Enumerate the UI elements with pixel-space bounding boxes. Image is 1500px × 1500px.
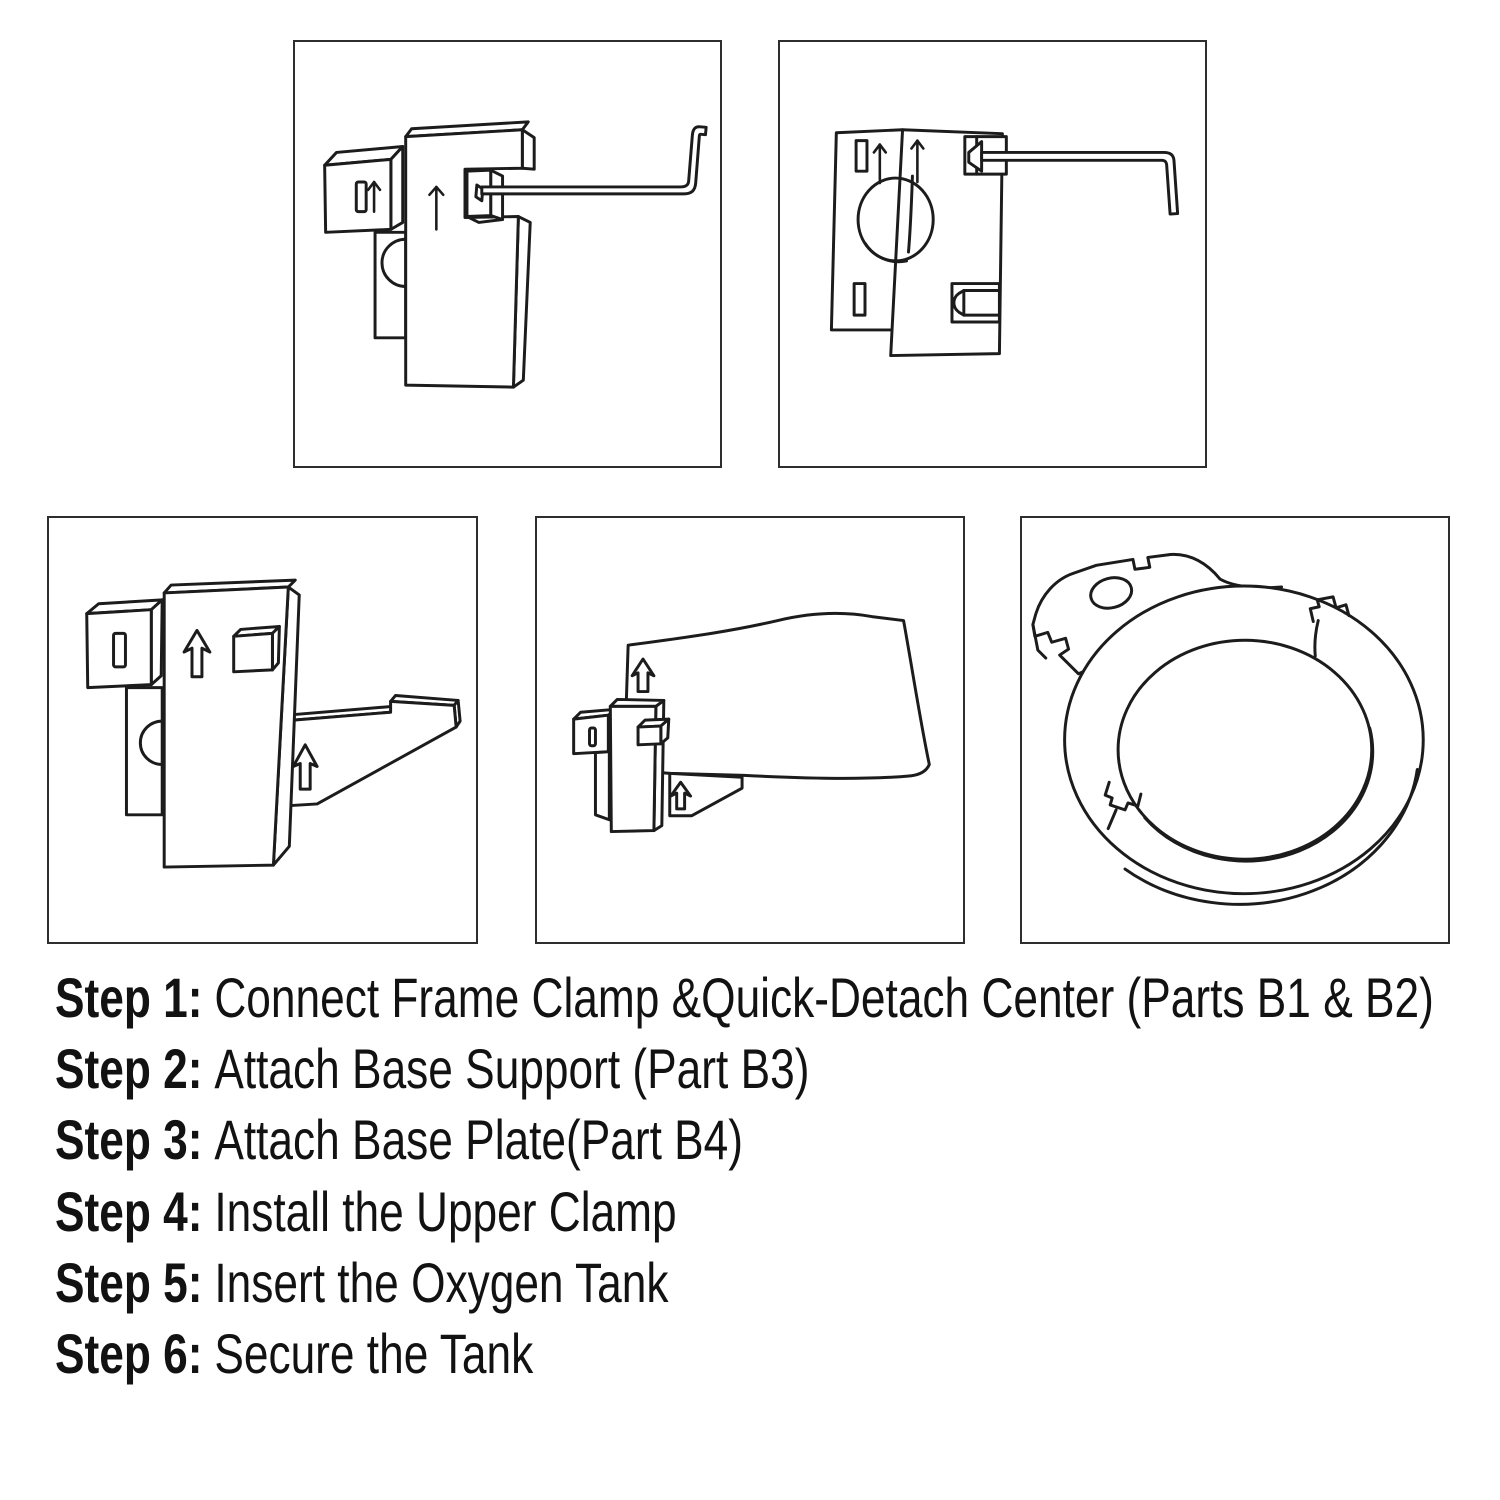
hollow-up-arrow-icon — [182, 628, 212, 679]
screw-head-icon — [967, 140, 984, 173]
base-support-drawing — [85, 578, 462, 869]
step-text: Attach Base Support (Part B3) — [214, 1037, 810, 1101]
step-line: Step 3:Attach Base Plate(Part B4) — [55, 1104, 1193, 1175]
slot-icon — [852, 282, 867, 317]
step-line: Step 5:Insert the Oxygen Tank — [55, 1247, 1193, 1318]
hex-key-icon — [980, 150, 1180, 216]
step-line: Step 6:Secure the Tank — [55, 1318, 1193, 1389]
figure-step1-front-view — [778, 40, 1207, 468]
base-support-assembly-drawing — [85, 578, 462, 869]
step-label: Step 2: — [55, 1037, 203, 1101]
figure-step3-base-plate — [535, 516, 965, 944]
step-label: Step 5: — [55, 1250, 203, 1314]
step-label: Step 4: — [55, 1179, 203, 1243]
up-arrow-icon — [910, 139, 925, 184]
frame-clamp-quick-detach-drawing — [323, 120, 708, 389]
slot-icon — [588, 726, 597, 748]
step-text: Secure the Tank — [214, 1322, 534, 1386]
step-line: Step 4:Install the Upper Clamp — [55, 1176, 1193, 1247]
figure-step1-side-view — [293, 40, 722, 468]
step-text: Install the Upper Clamp — [214, 1179, 677, 1243]
hollow-up-arrow-icon — [291, 743, 319, 791]
steps-list: Step 1:Connect Frame Clamp &Quick-Detach… — [55, 962, 1495, 1389]
quick-detach-assembly-drawing — [323, 120, 708, 389]
latch-notch-icon — [1103, 780, 1143, 812]
step-line: Step 2:Attach Base Support (Part B3) — [55, 1033, 1193, 1104]
clamp-plate-drawing — [829, 128, 1180, 358]
upper-clamp-drawing — [1031, 553, 1425, 906]
up-arrow-icon — [428, 185, 445, 231]
frame-clamp-front-drawing — [829, 128, 1180, 358]
step-text: Attach Base Plate(Part B4) — [214, 1108, 744, 1172]
hex-key-icon — [480, 125, 708, 196]
slot-icon — [854, 139, 869, 173]
up-arrow-icon — [366, 180, 382, 213]
base-plate-drawing — [572, 611, 931, 834]
step-label: Step 1: — [55, 966, 203, 1029]
upper-clamp-ring-drawing — [1031, 553, 1425, 906]
hollow-up-arrow-icon — [630, 657, 656, 694]
base-plate-assembly-drawing — [572, 611, 931, 834]
figure-step2-base-support — [47, 516, 478, 944]
base-plate-part — [624, 611, 931, 780]
step-label: Step 3: — [55, 1108, 203, 1172]
slot-icon — [112, 631, 127, 669]
step-label: Step 6: — [55, 1322, 203, 1386]
ring-inner-edge — [1116, 638, 1374, 861]
slot-icon — [354, 180, 368, 214]
step-text: Insert the Oxygen Tank — [214, 1250, 669, 1314]
mount-hole-icon — [1089, 576, 1134, 610]
latch-notch-icon — [1308, 595, 1351, 624]
up-arrow-icon — [872, 143, 888, 185]
figure-step4-upper-clamp — [1020, 516, 1450, 944]
step-line: Step 1:Connect Frame Clamp &Quick-Detach… — [55, 962, 1434, 1033]
step-text: Connect Frame Clamp &Quick-Detach Center… — [214, 966, 1434, 1029]
bolt-head-icon — [952, 289, 966, 317]
hollow-up-arrow-icon — [669, 780, 693, 811]
